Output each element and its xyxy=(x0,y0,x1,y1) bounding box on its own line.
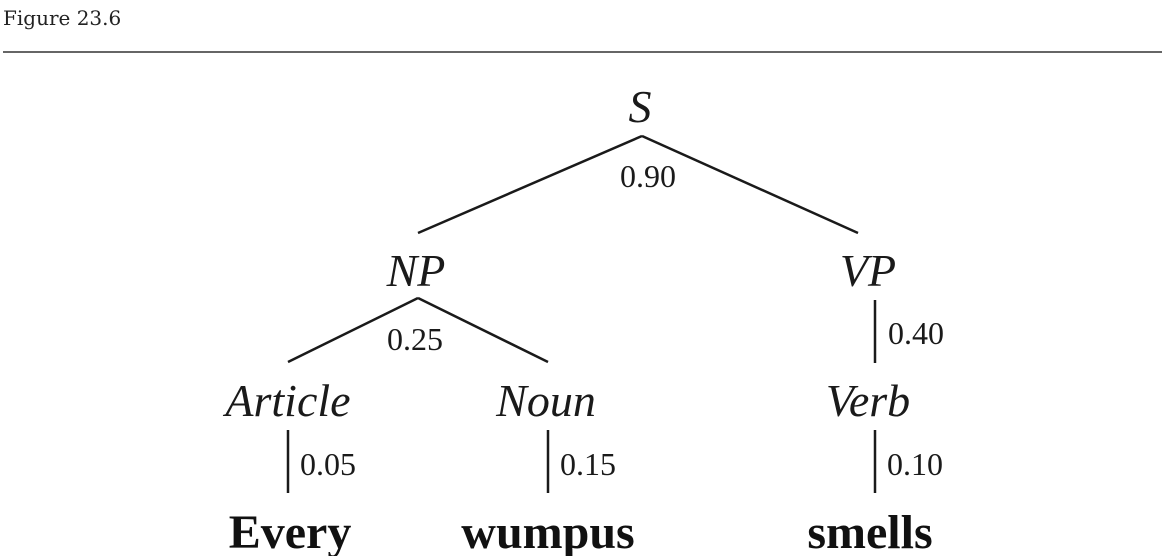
prob-verb: 0.10 xyxy=(887,446,943,482)
prob-np: 0.25 xyxy=(387,321,443,357)
edge-s-np xyxy=(417,134,643,235)
edge-np-article xyxy=(287,296,419,364)
node-s: S xyxy=(629,81,652,132)
prob-s: 0.90 xyxy=(620,158,676,194)
edge-np-noun xyxy=(417,296,549,364)
prob-vp: 0.40 xyxy=(888,315,944,351)
node-np: NP xyxy=(386,245,446,296)
word-smells: smells xyxy=(807,506,932,556)
prob-article: 0.05 xyxy=(300,446,356,482)
edge-s-vp xyxy=(641,134,859,235)
word-every: Every xyxy=(229,506,352,556)
word-wumpus: wumpus xyxy=(461,506,634,556)
title-divider xyxy=(3,51,1162,53)
node-verb: Verb xyxy=(826,375,910,426)
node-vp: VP xyxy=(840,245,896,296)
prob-noun: 0.15 xyxy=(560,446,616,482)
node-article: Article xyxy=(222,375,350,426)
figure-title: Figure 23.6 xyxy=(3,6,122,30)
node-noun: Noun xyxy=(495,375,596,426)
